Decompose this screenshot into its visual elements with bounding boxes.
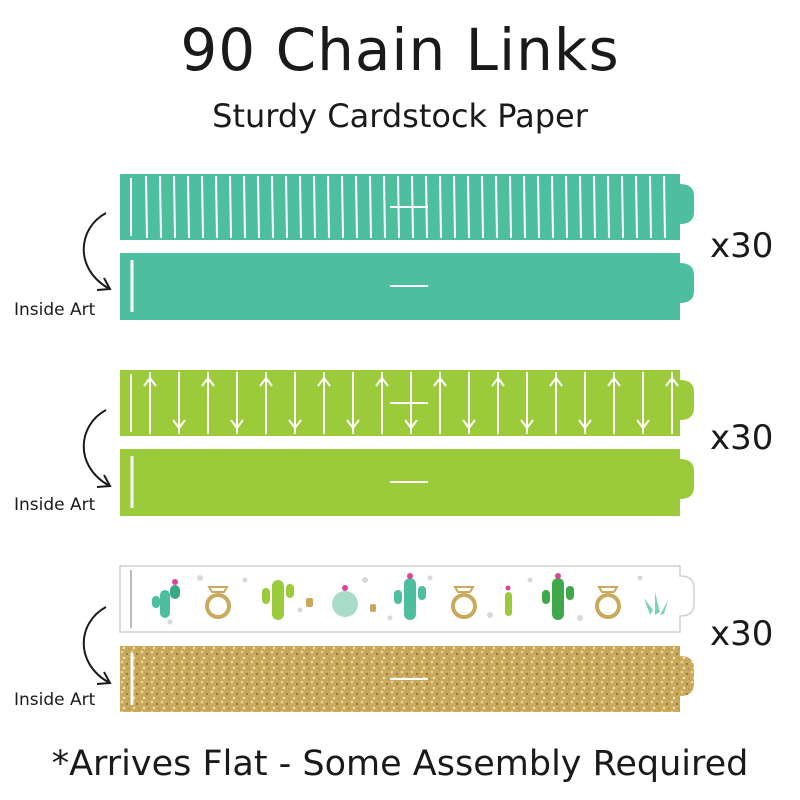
arrow-line [259,372,273,434]
stripe-line [649,175,652,239]
stripe-line [481,175,484,239]
stripe-line [257,175,260,239]
stripe-line [579,175,582,239]
cactus-icon [505,585,512,616]
arrow-line [665,372,679,434]
lime-solid-inside-strip [120,449,694,516]
inside-art-label-3: Inside Art [14,690,96,710]
arrow-line [317,372,331,434]
cactus-icon [332,585,358,617]
diamond-ring-icon [451,586,477,619]
stripe-line [271,175,274,239]
stripe-line [173,175,176,239]
assembly-note: *Arrives Flat - Some Assembly Required [51,744,749,784]
cactus-icon [262,580,294,620]
stripe-line [663,175,666,239]
arrow-line [549,372,563,434]
diamond-ring-icon [595,586,621,619]
stripe-line [439,175,442,239]
diamond-ring-icon [205,586,231,619]
stripe-line [551,175,554,239]
arrow-line [578,372,592,434]
arrow-line [491,372,505,434]
gold-glitter-inside-strip [120,646,694,712]
arrow-line [143,372,157,434]
stripe-line [187,175,190,239]
page-subtitle: Sturdy Cardstock Paper [212,97,588,135]
cactus-icon [394,573,426,620]
stripe-line [537,175,540,239]
stripe-line [621,175,624,239]
arrow-line [433,372,447,434]
arrow-line [230,372,244,434]
stripe-line [509,175,512,239]
arrow-line [172,372,186,434]
agave-icon [644,592,668,615]
link-set-1 [82,174,694,320]
cactus-icon [152,579,180,618]
stripe-line [299,175,302,239]
link-set-3 [82,565,695,712]
arrow-line [636,372,650,434]
stripe-line [229,175,232,239]
stripe-line [215,175,218,239]
teal-striped-outside-strip [120,174,694,240]
curved-arrow-icon [82,212,112,291]
stripe-line [285,175,288,239]
page-title: 90 Chain Links [180,16,620,84]
arrow-line [375,372,389,434]
teal-solid-inside-strip [120,253,694,320]
inside-art-label-2: Inside Art [14,495,96,515]
link-count-3: x30 [710,614,774,654]
stripe-line [313,175,316,239]
arrow-line [607,372,621,434]
arrow-line [288,372,302,434]
arrow-line [462,372,476,434]
stripe-line [355,175,358,239]
stripe-line [369,175,372,239]
cactus-ring-outside-strip [119,565,695,633]
stripe-line [635,175,638,239]
arrow-line [346,372,360,434]
curved-arrow-icon [82,409,112,488]
stripe-line [145,175,148,239]
cactus-icon [542,573,574,620]
stripe-line [383,175,386,239]
stripe-line [467,175,470,239]
link-set-2 [82,370,694,516]
stripe-line [495,175,498,239]
link-count-2: x30 [710,418,774,458]
stripe-line [341,175,344,239]
link-count-1: x30 [710,226,774,266]
arrow-line [201,372,215,434]
stripe-line [453,175,456,239]
arrow-line [520,372,534,434]
inside-art-label-1: Inside Art [14,300,96,320]
stripe-line [607,175,610,239]
stripe-line [593,175,596,239]
stripe-line [523,175,526,239]
lime-arrow-outside-strip [120,370,694,436]
stripe-line [201,175,204,239]
stripe-line [565,175,568,239]
stripe-line [243,175,246,239]
stripe-line [327,175,330,239]
stripe-line [159,175,162,239]
curved-arrow-icon [82,606,112,685]
